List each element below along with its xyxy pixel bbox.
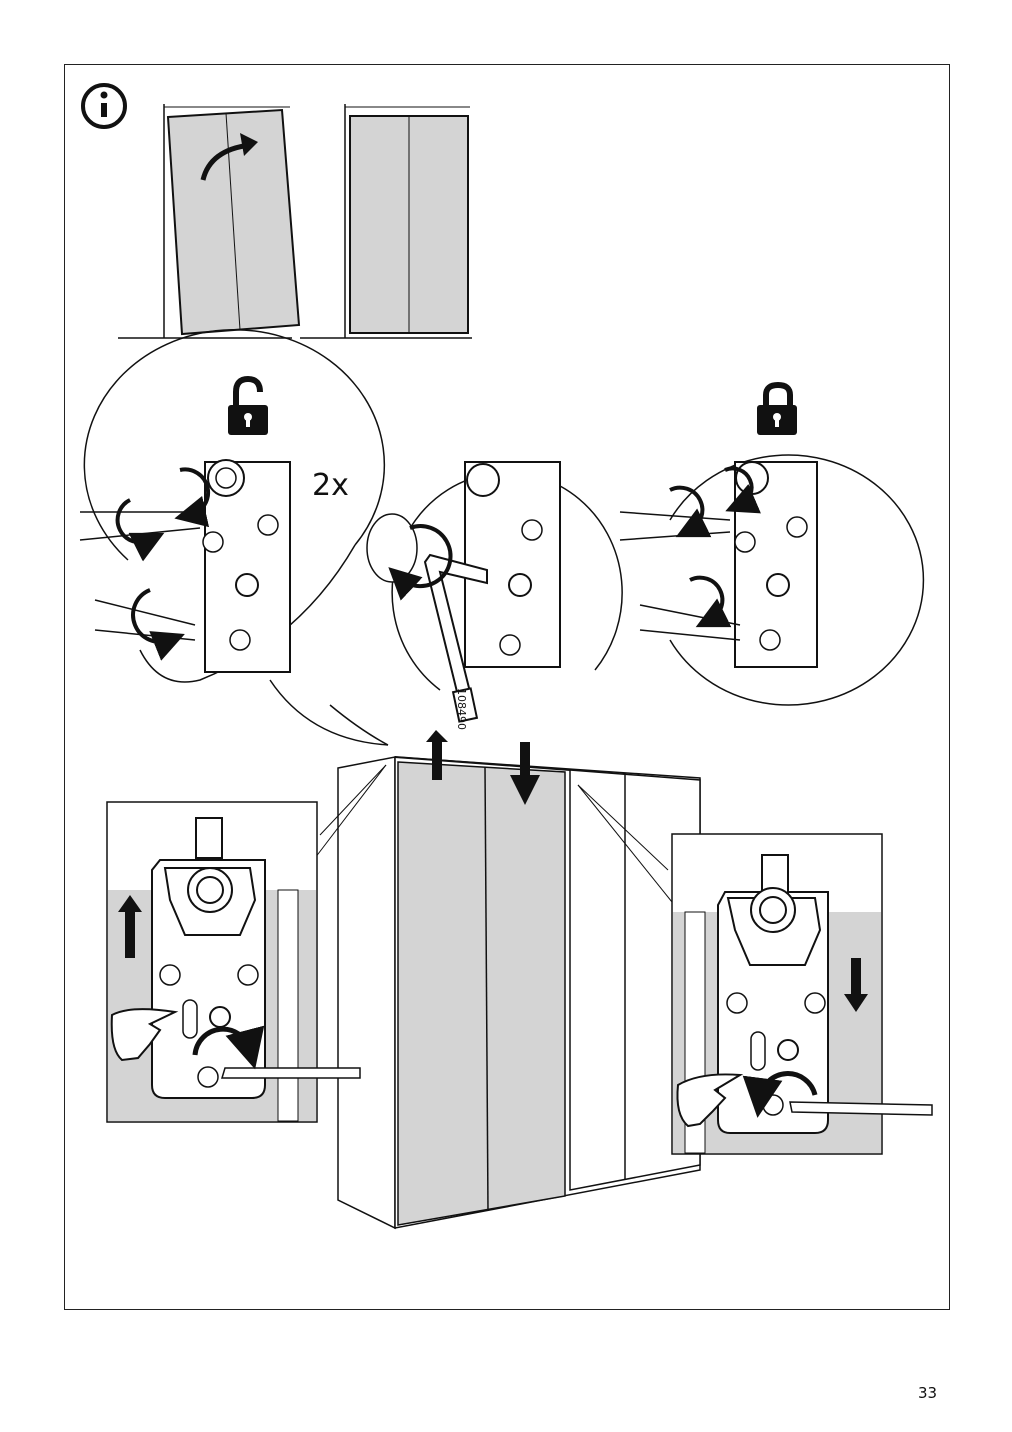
hex-key-icon bbox=[789, 1101, 933, 1116]
hex-key-icon bbox=[423, 553, 488, 723]
arrow-down-icon bbox=[510, 742, 540, 805]
screwdriver-icon bbox=[79, 511, 201, 641]
aligned-door-diagram bbox=[300, 104, 472, 339]
gray-sliding-door bbox=[397, 761, 566, 1226]
instruction-frame bbox=[64, 64, 950, 1310]
hex-key-icon bbox=[220, 1067, 361, 1079]
page-number: 33 bbox=[918, 1384, 938, 1402]
wardrobe-illustration bbox=[314, 730, 701, 1230]
locked-padlock-icon bbox=[757, 381, 797, 435]
rotate-arrow-icon bbox=[240, 133, 258, 156]
hex-key-detail-circle bbox=[366, 461, 623, 723]
arrow-down-icon bbox=[844, 958, 868, 1012]
tilted-door-diagram bbox=[118, 104, 301, 339]
tool-part-number: 108490 bbox=[455, 688, 468, 730]
pointing-hand-icon bbox=[676, 1073, 744, 1128]
arrow-up-icon bbox=[426, 730, 448, 780]
unlocked-padlock-icon bbox=[228, 375, 268, 435]
lock-detail-circle bbox=[619, 454, 925, 706]
unlock-detail-circle bbox=[79, 329, 389, 746]
right-adjustment-detail bbox=[671, 833, 933, 1155]
info-circle-icon bbox=[81, 83, 127, 129]
quantity-label: 2x bbox=[312, 468, 349, 503]
pointing-hand-icon bbox=[110, 1008, 179, 1062]
arrow-up-icon bbox=[118, 895, 142, 958]
left-adjustment-detail bbox=[106, 801, 361, 1123]
white-sliding-door bbox=[569, 769, 701, 1191]
